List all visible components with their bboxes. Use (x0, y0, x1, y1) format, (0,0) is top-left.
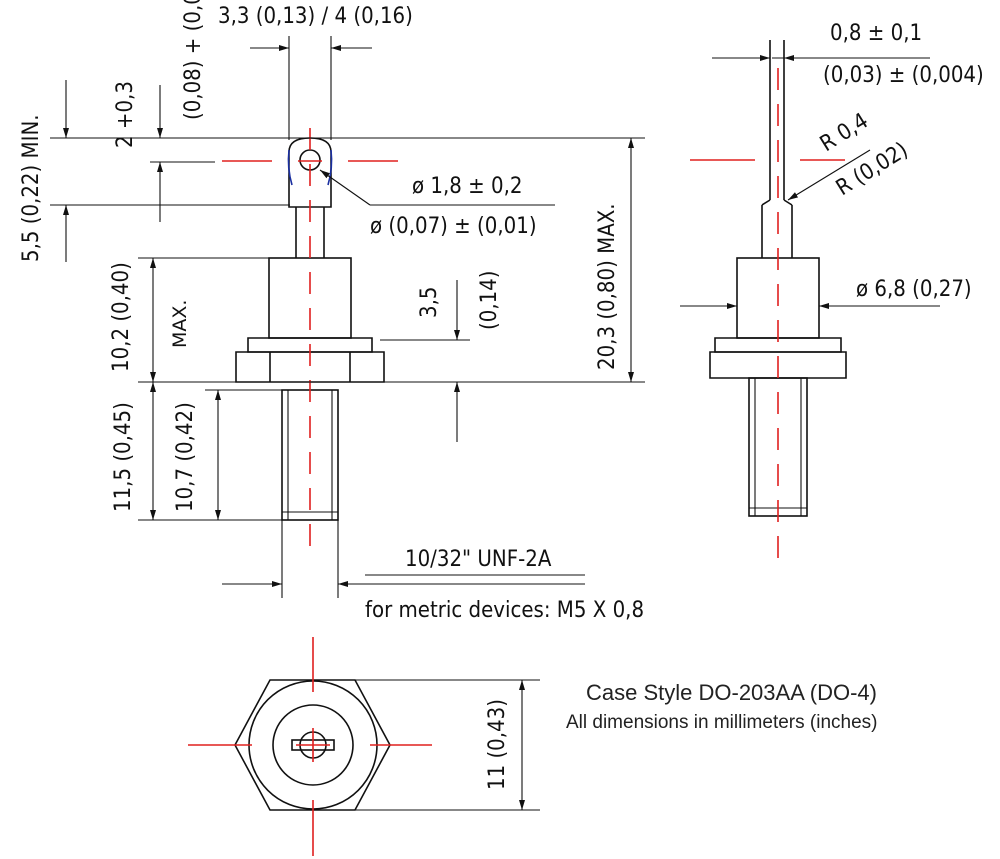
dim-tab-height-in: (0,08) + (0,01) (181, 0, 206, 120)
terminal-stem (295, 207, 325, 258)
dim-terminal-width: 3,3 (0,13) / 4 (0,16) (218, 4, 413, 29)
end-view (188, 637, 540, 856)
dim-body-max-label: MAX. (169, 300, 191, 348)
dim-thread-spec: 10/32" UNF-2A (405, 547, 552, 572)
side-hex (709, 351, 847, 379)
case-style-title: Case Style DO-203AA (DO-4) (586, 680, 877, 705)
dim-hole-dia-mm: ø 1,8 ± 0,2 (412, 174, 522, 199)
side-stem (761, 205, 793, 258)
dim-hole-dia-in: ø (0,07) ± (0,01) (370, 214, 537, 239)
front-dimension-lines (50, 36, 645, 598)
dim-hex-across-flats: 11 (0,43) (485, 699, 510, 790)
tab-hole-highlight (287, 149, 293, 186)
dim-thickness-mm: 0,8 ± 0,1 (830, 21, 922, 46)
dimensions-note: All dimensions in millimeters (inches) (566, 712, 877, 733)
dim-thickness-in: (0,03) ± (0,004) (823, 63, 984, 88)
front-view (222, 128, 398, 548)
dim-body-diameter: ø 6,8 (0,27) (856, 277, 972, 302)
dim-thread-metric: for metric devices: M5 X 0,8 (365, 598, 644, 623)
dim-flange-in: (0,14) (477, 270, 502, 330)
inner-circle (272, 704, 354, 786)
dim-radius-mm: R 0,4 (816, 109, 873, 157)
dim-thread-length-outer: 11,5 (0,45) (111, 402, 136, 512)
dim-overall-max: 20,3 (0,80) MAX. (595, 203, 620, 370)
dim-thread-length-inner: 10,7 (0,42) (173, 402, 198, 512)
dim-min-length: 5,5 (0,22) MIN. (19, 114, 44, 262)
dim-body-max: 10,2 (0,40) (109, 262, 134, 372)
side-tab (769, 40, 785, 200)
dim-tab-height-mm: 2 +0,3 (113, 81, 138, 148)
side-dimension-lines (680, 55, 940, 309)
dim-flange-mm: 3,5 (417, 287, 442, 318)
side-view (690, 40, 847, 568)
